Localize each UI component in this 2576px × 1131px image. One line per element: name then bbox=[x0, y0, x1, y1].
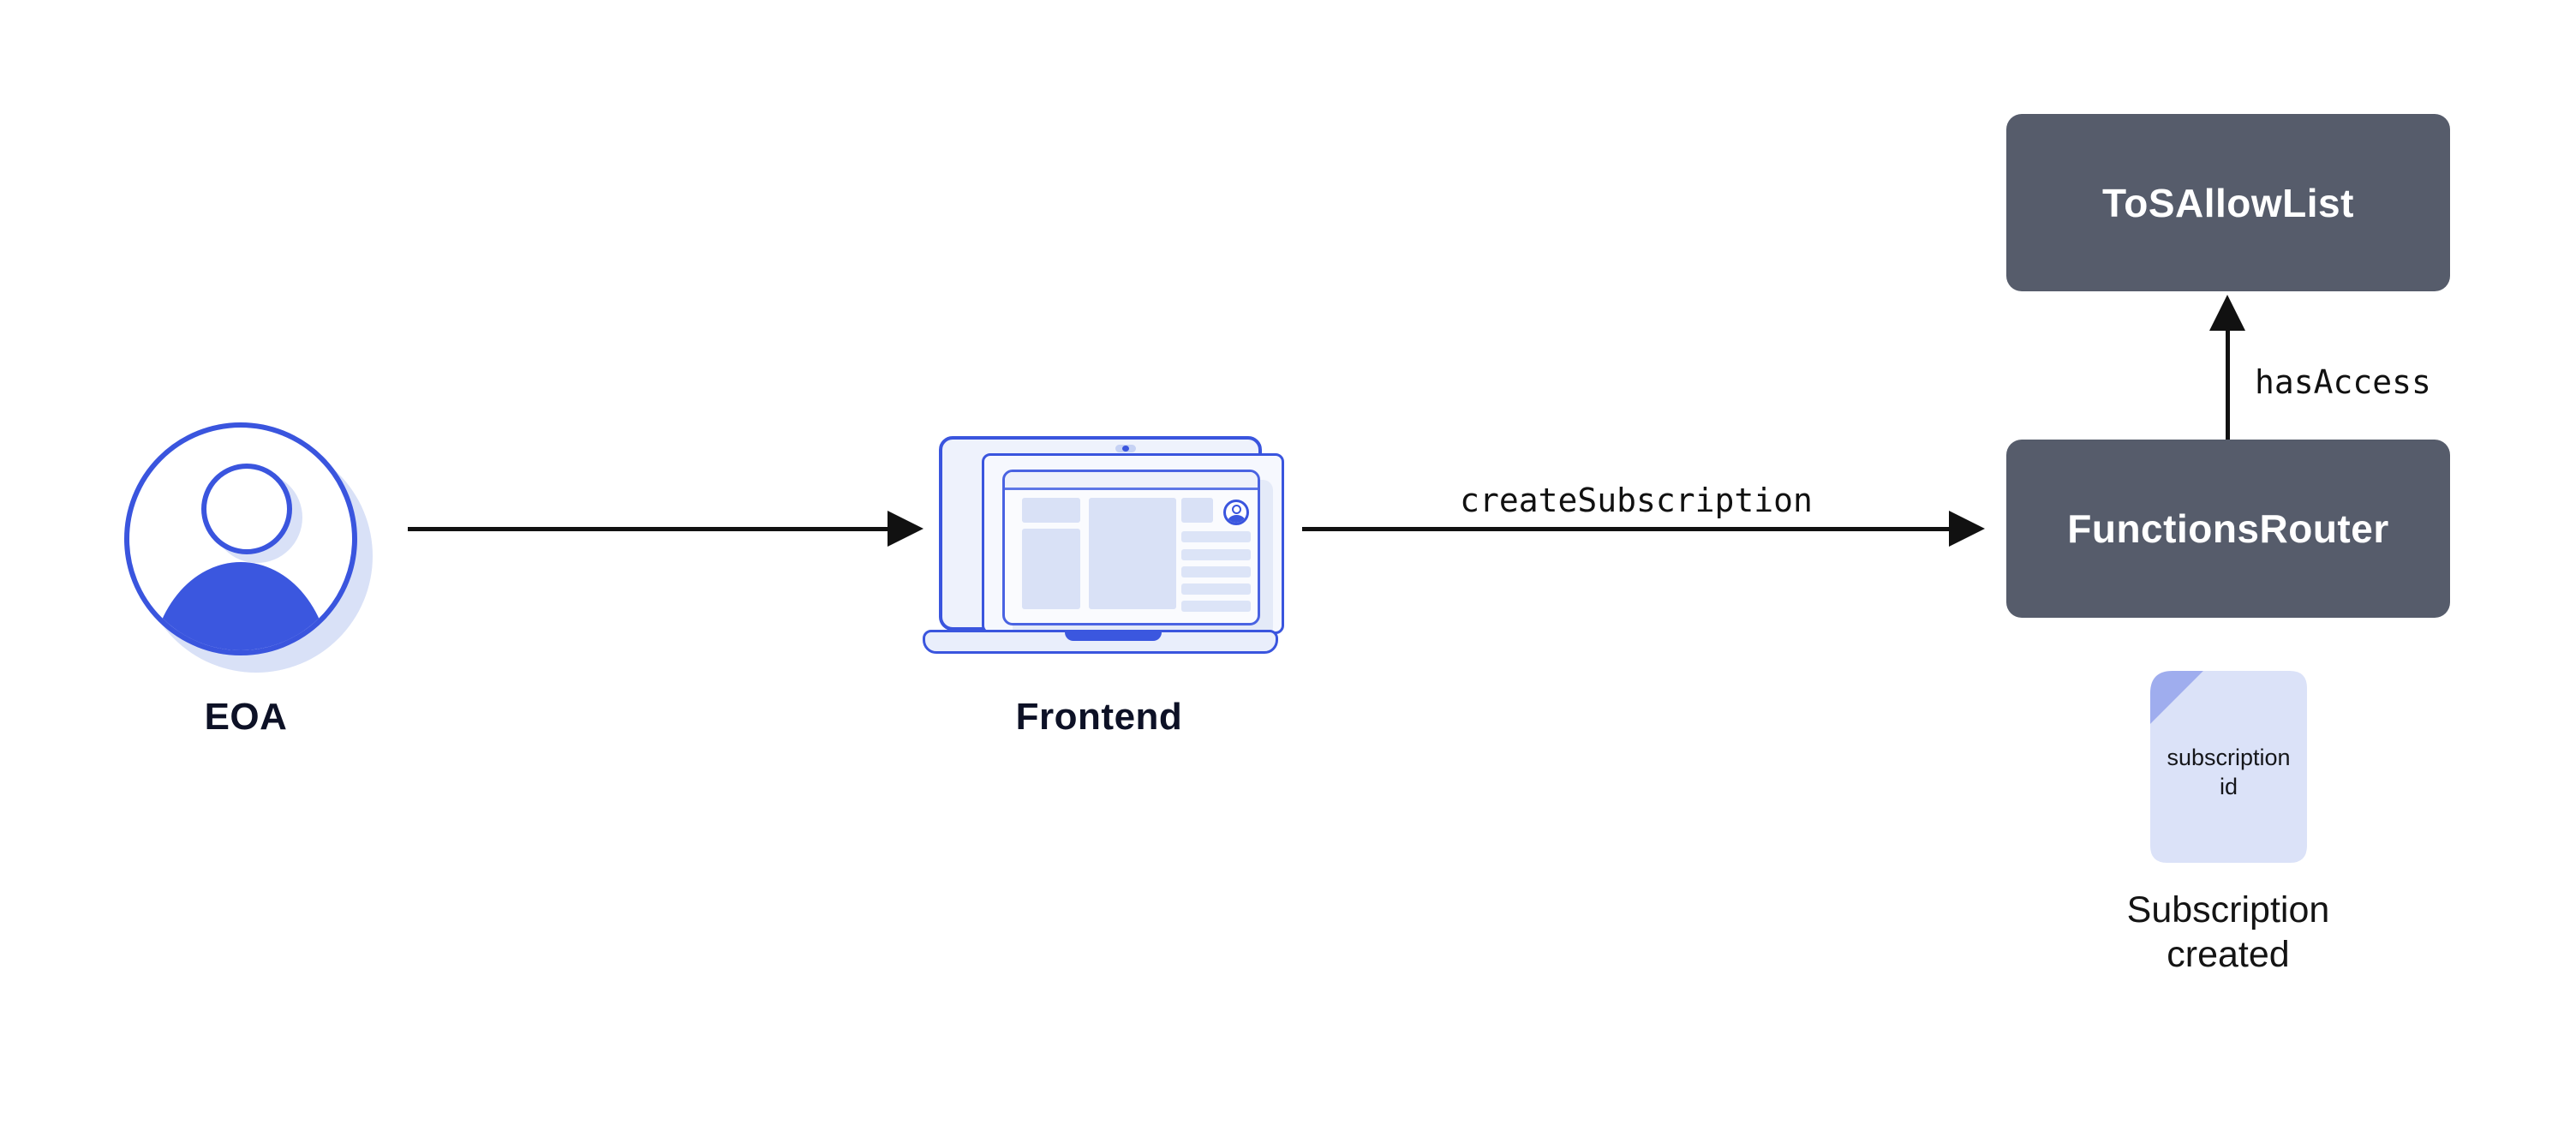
has-access-edge-label: hasAccess bbox=[2255, 363, 2431, 401]
browser-toolbar bbox=[1005, 472, 1258, 490]
subscription-id-text: subscription id bbox=[2150, 743, 2307, 801]
avatar-head bbox=[201, 464, 292, 554]
eoa-label: EOA bbox=[204, 696, 288, 738]
tos-allow-list-label: ToSAllowList bbox=[2102, 180, 2354, 225]
arrow-frontend-to-router-head bbox=[1949, 511, 1985, 547]
subscription-document-icon: subscription id bbox=[2150, 671, 2307, 863]
user-badge-icon bbox=[1223, 500, 1249, 525]
laptop-notch bbox=[1065, 630, 1162, 641]
create-subscription-edge-label: createSubscription bbox=[1460, 482, 1813, 519]
arrow-eoa-to-frontend-head bbox=[888, 511, 923, 547]
subscription-created-line1: Subscription bbox=[2126, 889, 2330, 931]
document-fold bbox=[2150, 671, 2203, 724]
subscription-created-label: Subscription created bbox=[2091, 888, 2365, 977]
user-badge-head bbox=[1232, 505, 1241, 514]
subscription-id-line1: subscription bbox=[2167, 745, 2291, 770]
browser-content-block bbox=[1089, 498, 1176, 609]
arrow-frontend-to-router-line bbox=[1302, 527, 1951, 531]
frontend-label: Frontend bbox=[1015, 696, 1183, 738]
functions-router-node: FunctionsRouter bbox=[2006, 440, 2450, 618]
document-shape bbox=[2150, 671, 2307, 863]
laptop-base bbox=[923, 630, 1278, 654]
browser-sidebar-block bbox=[1022, 529, 1080, 609]
browser-header-block bbox=[1181, 498, 1213, 523]
browser-list-row bbox=[1181, 566, 1251, 577]
subscription-created-line2: created bbox=[2167, 934, 2290, 975]
avatar-circle bbox=[124, 422, 357, 655]
arrow-router-to-tos-line bbox=[2226, 331, 2230, 440]
browser-list-row bbox=[1181, 549, 1251, 560]
browser-sidebar-block bbox=[1022, 498, 1080, 523]
avatar-torso bbox=[151, 562, 331, 650]
user-badge-torso bbox=[1228, 515, 1246, 523]
browser-list-row bbox=[1181, 531, 1251, 542]
laptop-icon bbox=[910, 433, 1284, 654]
subscription-id-line2: id bbox=[2219, 774, 2238, 799]
browser-window bbox=[1002, 470, 1260, 625]
tos-allow-list-node: ToSAllowList bbox=[2006, 114, 2450, 291]
functions-router-label: FunctionsRouter bbox=[2067, 506, 2389, 551]
arrow-router-to-tos-head bbox=[2209, 295, 2245, 331]
user-avatar-icon bbox=[124, 422, 373, 673]
arrow-eoa-to-frontend-line bbox=[408, 527, 889, 531]
browser-list-row bbox=[1181, 583, 1251, 595]
laptop-screen-shell bbox=[939, 436, 1284, 637]
webcam-dot bbox=[1122, 446, 1129, 452]
browser-list-row bbox=[1181, 601, 1251, 612]
